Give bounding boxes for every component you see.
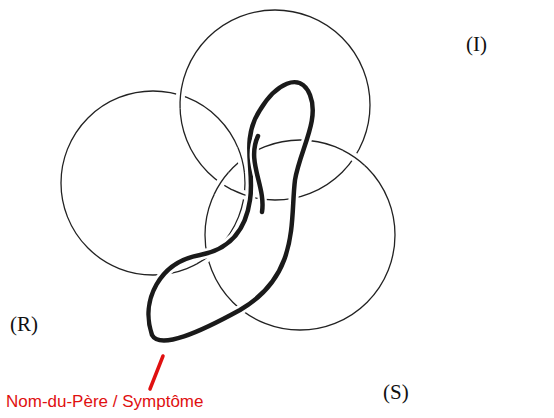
ring-label: (R) [10,313,38,336]
crossing-gap [238,148,245,173]
crossing-gap [343,150,365,165]
ring-label: (I) [466,33,487,56]
leader-line [150,356,163,389]
crossing-gap [214,172,229,194]
crossing-arc [343,150,365,165]
ring-group [61,10,395,330]
fourth-ring-halo [254,136,262,212]
crossing-over [180,82,365,264]
crossing-arc [214,172,229,194]
crossing-arc [238,148,245,173]
callout-label: Nom-du-Père / Symptôme [6,393,203,412]
crossing-gaps [180,82,365,264]
fourth-ring-squiggle [254,136,262,212]
fourth-ring-line [149,82,313,340]
crossing-arc [180,82,183,108]
fourth-ring-halo [149,82,313,340]
ring-i [180,10,370,200]
ring-label: (S) [383,381,409,404]
crossing-gap [180,82,183,108]
fourth-ring [149,82,313,340]
